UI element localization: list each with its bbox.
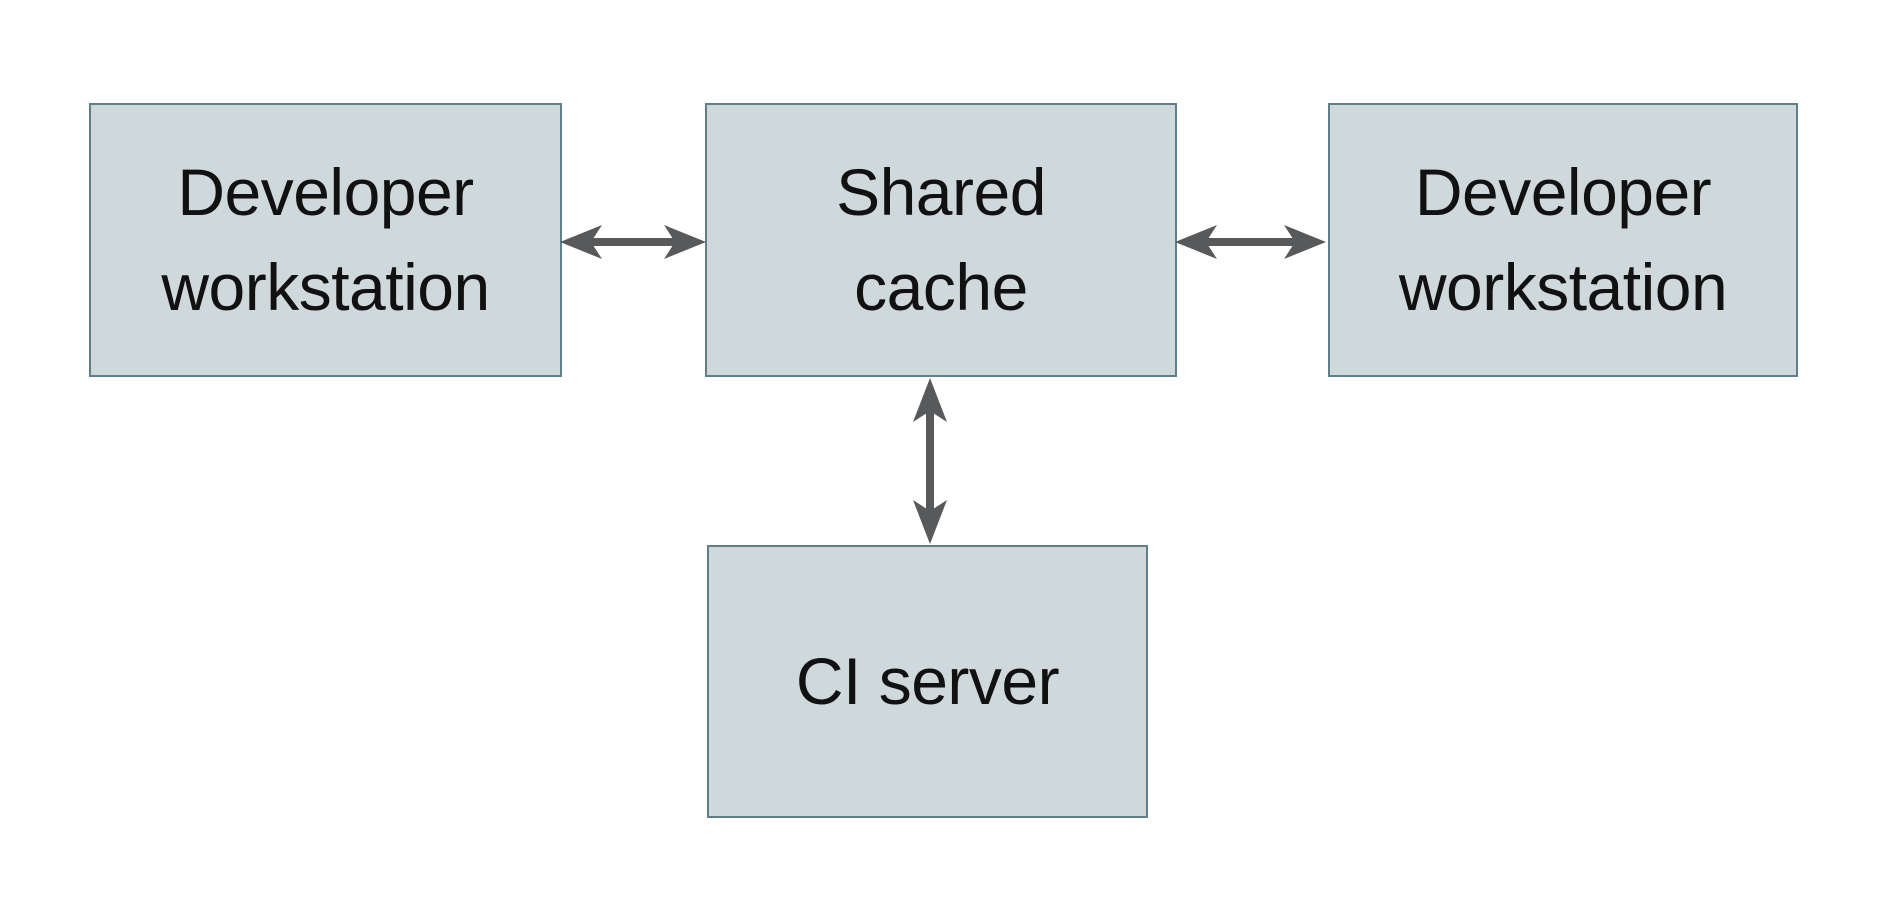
bidirectional-arrow-shared-cache-right-workstation [1175,225,1326,259]
arrowhead-up-icon [913,378,947,422]
arrowhead-left-icon [560,225,602,259]
bidirectional-arrow-shared-cache-ci-server [913,378,947,544]
node-developer-workstation-left: Developer workstation [89,103,562,377]
arrowhead-right-icon [1284,225,1326,259]
node-ci-server: CI server [707,545,1148,818]
bidirectional-arrow-left-workstation-shared-cache [560,225,706,259]
node-developer-workstation-right: Developer workstation [1328,103,1798,377]
arrowhead-down-icon [913,500,947,544]
arrowhead-left-icon [1175,225,1217,259]
node-developer-workstation-left-label: Developer workstation [161,154,490,324]
node-shared-cache-label: Shared cache [836,154,1046,324]
node-developer-workstation-right-label: Developer workstation [1398,154,1728,324]
arrowhead-right-icon [664,225,706,259]
node-shared-cache: Shared cache [705,103,1177,377]
node-ci-server-label: CI server [795,643,1060,718]
